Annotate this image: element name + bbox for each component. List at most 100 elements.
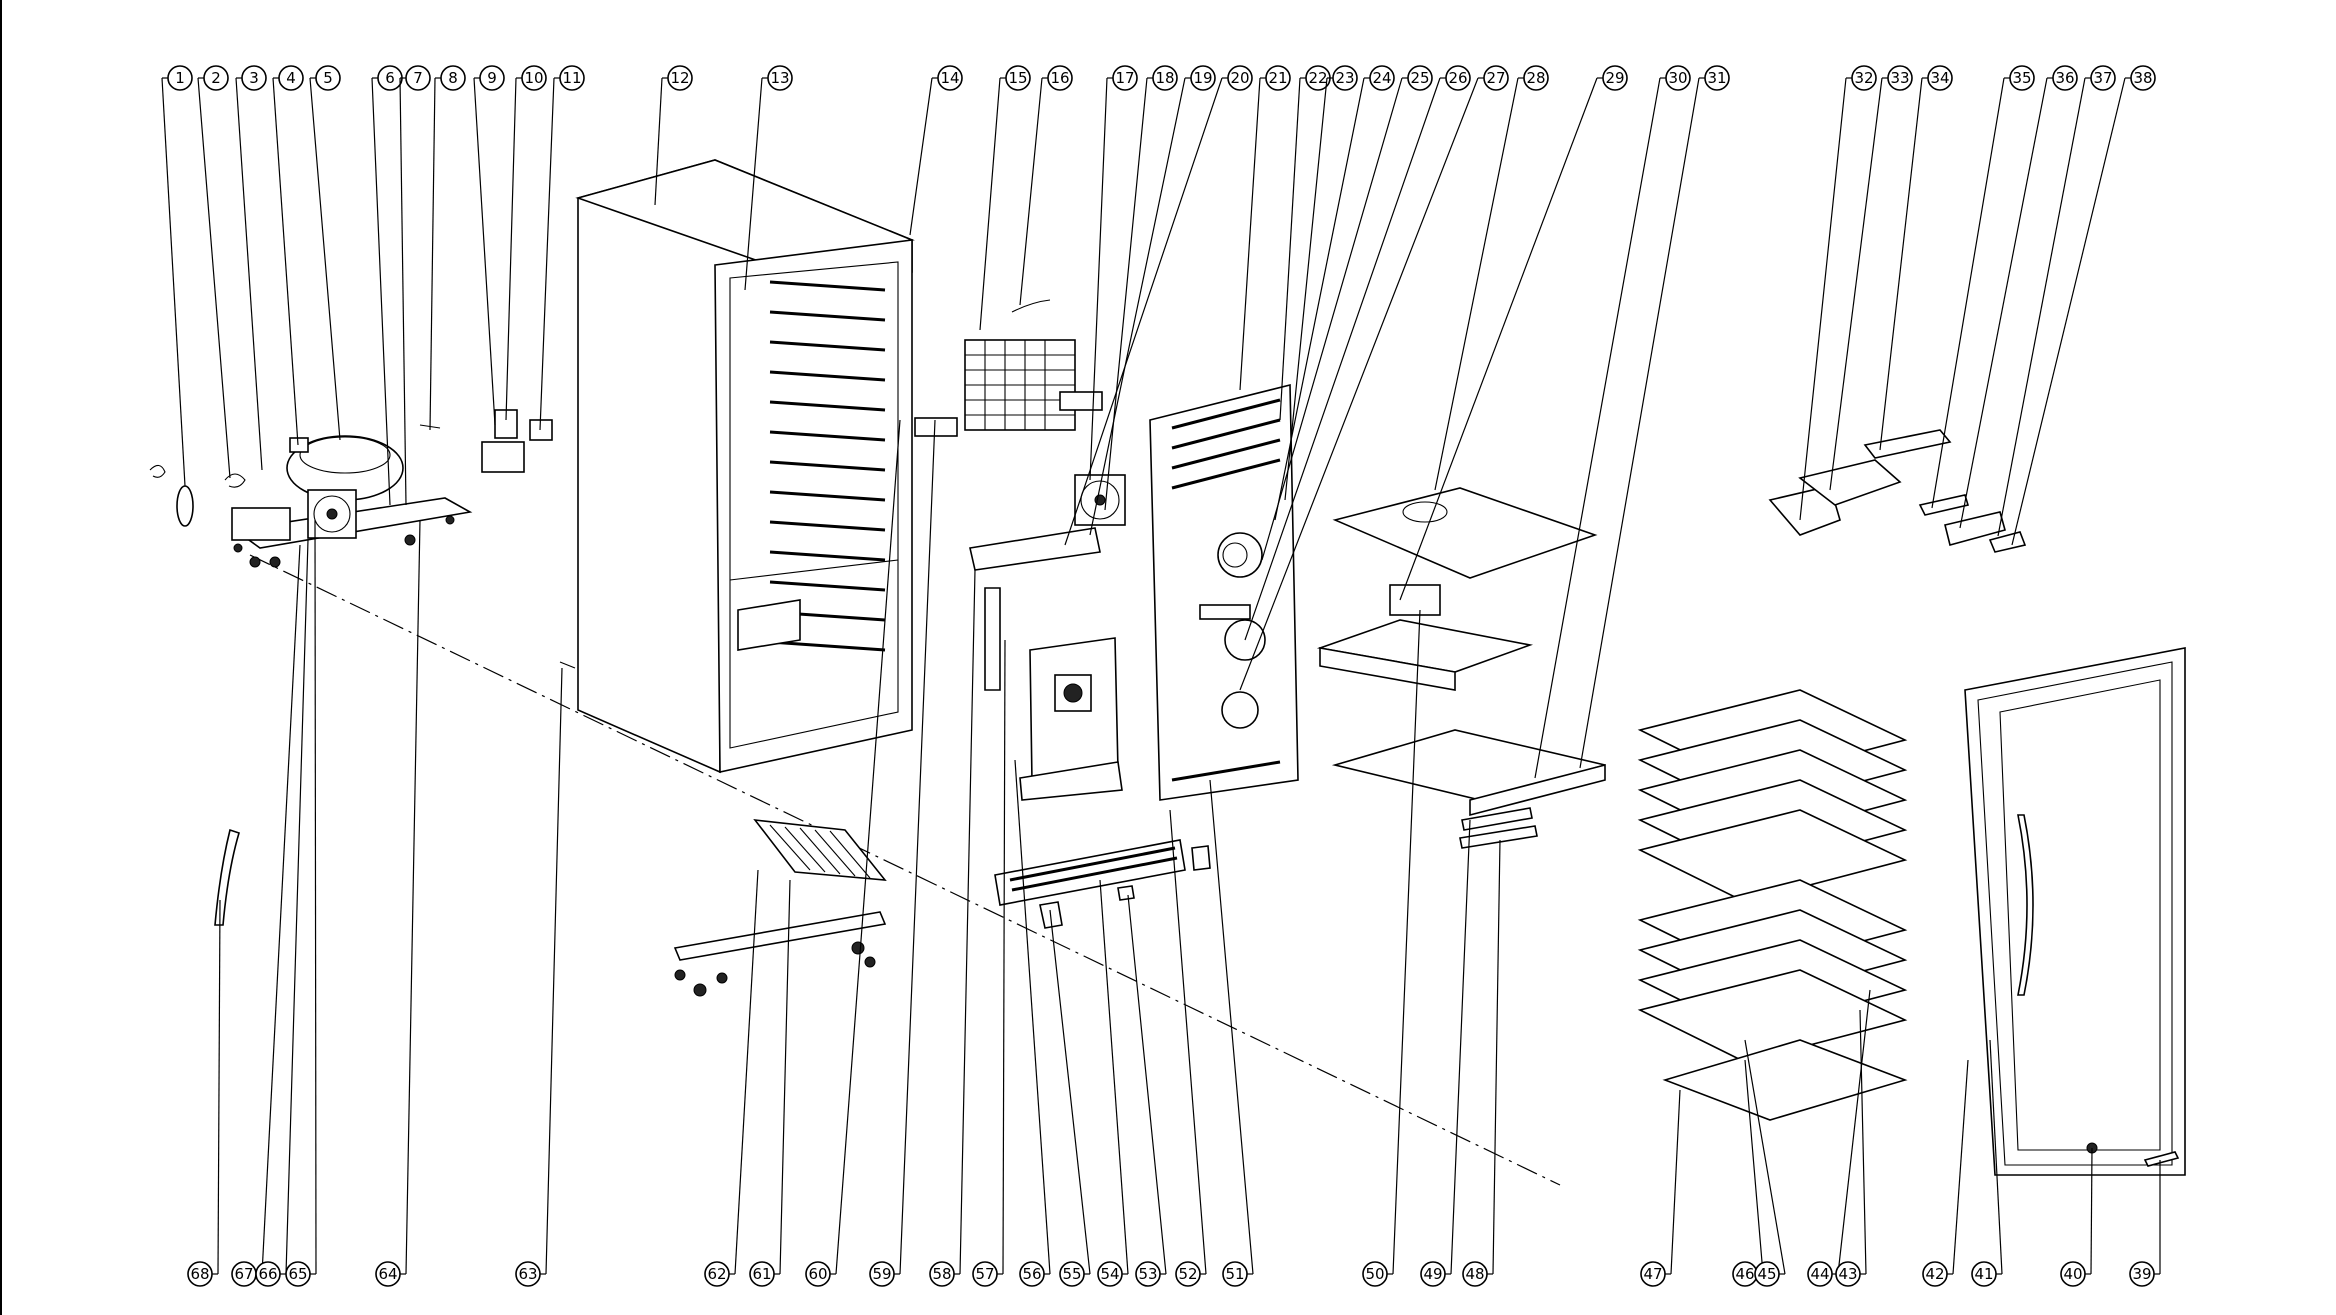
callout-60: 60: [805, 1261, 831, 1287]
leader-line-40: [2090, 1147, 2093, 1275]
leader-line-8: [429, 77, 436, 431]
callout-23: 23: [1332, 65, 1358, 91]
callout-13: 13: [767, 65, 793, 91]
svg-text:31: 31: [1707, 69, 1726, 87]
leader-line-4: [272, 77, 299, 446]
callout-34: 34: [1927, 65, 1953, 91]
svg-text:58: 58: [932, 1265, 951, 1283]
callout-45: 45: [1754, 1261, 1780, 1287]
callout-12: 12: [667, 65, 693, 91]
leader-line-14: [909, 77, 933, 236]
svg-text:19: 19: [1193, 69, 1212, 87]
relay: [224, 473, 246, 488]
leader-line-67: [261, 544, 301, 1275]
callout-1: 1: [167, 65, 193, 91]
svg-text:21: 21: [1268, 69, 1287, 87]
svg-text:55: 55: [1062, 1265, 1081, 1283]
callout-27: 27: [1483, 65, 1509, 91]
svg-text:46: 46: [1735, 1265, 1754, 1283]
callout-8: 8: [440, 65, 466, 91]
callout-29: 29: [1602, 65, 1628, 91]
lower-vent: [737, 599, 801, 651]
switch: [1918, 494, 1970, 516]
callout-19: 19: [1190, 65, 1216, 91]
callout-37: 37: [2090, 65, 2116, 91]
callout-9: 9: [479, 65, 505, 91]
leader-line-57: [1002, 639, 1006, 1275]
svg-text:5: 5: [323, 69, 333, 87]
svg-text:15: 15: [1008, 69, 1027, 87]
leader-line-13: [744, 77, 763, 291]
leader-line-15: [979, 77, 1001, 331]
shelf-stack: [1637, 689, 1908, 1121]
assembly-axis: [249, 554, 1561, 1186]
callout-39: 39: [2129, 1261, 2155, 1287]
callout-21: 21: [1265, 65, 1291, 91]
evap-bracket-left: [914, 417, 958, 437]
grille-bracket-right: [1191, 845, 1211, 871]
leader-line-56: [1014, 759, 1051, 1275]
svg-text:64: 64: [378, 1265, 397, 1283]
svg-text:33: 33: [1890, 69, 1909, 87]
callout-14: 14: [937, 65, 963, 91]
leader-line-43: [1859, 1009, 1867, 1275]
leader-line-1: [161, 77, 186, 487]
callout-7: 7: [405, 65, 431, 91]
callout-64: 64: [375, 1261, 401, 1287]
leader-line-24: [1274, 77, 1365, 521]
leader-line-52: [1169, 809, 1207, 1275]
svg-text:22: 22: [1308, 69, 1327, 87]
control-panel-parts: [1768, 429, 2027, 553]
leader-line-62: [734, 869, 759, 1275]
door-handle: [2017, 814, 2034, 996]
callout-41: 41: [1971, 1261, 1997, 1287]
callout-54: 54: [1097, 1261, 1123, 1287]
callout-24: 24: [1369, 65, 1395, 91]
drip-tray: [231, 507, 291, 541]
callout-51: 51: [1222, 1261, 1248, 1287]
leader-line-27: [1239, 77, 1479, 691]
leader-line-23: [1284, 77, 1328, 501]
leader-line-18: [1104, 77, 1148, 511]
clip: [149, 464, 166, 478]
svg-text:61: 61: [752, 1265, 771, 1283]
leader-line-3: [235, 77, 263, 471]
display-housing: [1768, 485, 1841, 536]
top-cover-plate: [1332, 487, 1598, 579]
callout-31: 31: [1704, 65, 1730, 91]
leader-line-7: [399, 77, 407, 506]
leader-line-63: [545, 667, 563, 1275]
svg-text:7: 7: [413, 69, 423, 87]
svg-text:42: 42: [1925, 1265, 1944, 1283]
svg-text:25: 25: [1410, 69, 1429, 87]
svg-text:32: 32: [1854, 69, 1873, 87]
svg-text:47: 47: [1643, 1265, 1662, 1283]
svg-text:43: 43: [1838, 1265, 1857, 1283]
hinge-pin: [559, 661, 576, 669]
leader-line-65: [314, 519, 317, 1275]
leader-line-12: [654, 77, 663, 206]
svg-text:1: 1: [175, 69, 185, 87]
svg-text:48: 48: [1465, 1265, 1484, 1283]
leader-line-55: [1049, 909, 1091, 1275]
leader-line-66: [285, 539, 309, 1275]
callout-33: 33: [1887, 65, 1913, 91]
cabinet-body: [559, 159, 915, 774]
svg-text:12: 12: [670, 69, 689, 87]
svg-text:39: 39: [2132, 1265, 2151, 1283]
svg-text:9: 9: [487, 69, 497, 87]
svg-text:37: 37: [2093, 69, 2112, 87]
callout-10: 10: [521, 65, 547, 91]
svg-text:3: 3: [249, 69, 259, 87]
callout-66: 66: [255, 1261, 281, 1287]
svg-text:17: 17: [1115, 69, 1134, 87]
callout-61: 61: [749, 1261, 775, 1287]
callout-44: 44: [1807, 1261, 1833, 1287]
svg-text:54: 54: [1100, 1265, 1119, 1283]
button-cover: [1988, 531, 2027, 553]
leader-line-21: [1239, 77, 1261, 391]
leader-line-22: [1279, 77, 1301, 421]
svg-text:56: 56: [1022, 1265, 1041, 1283]
callout-3: 3: [241, 65, 267, 91]
